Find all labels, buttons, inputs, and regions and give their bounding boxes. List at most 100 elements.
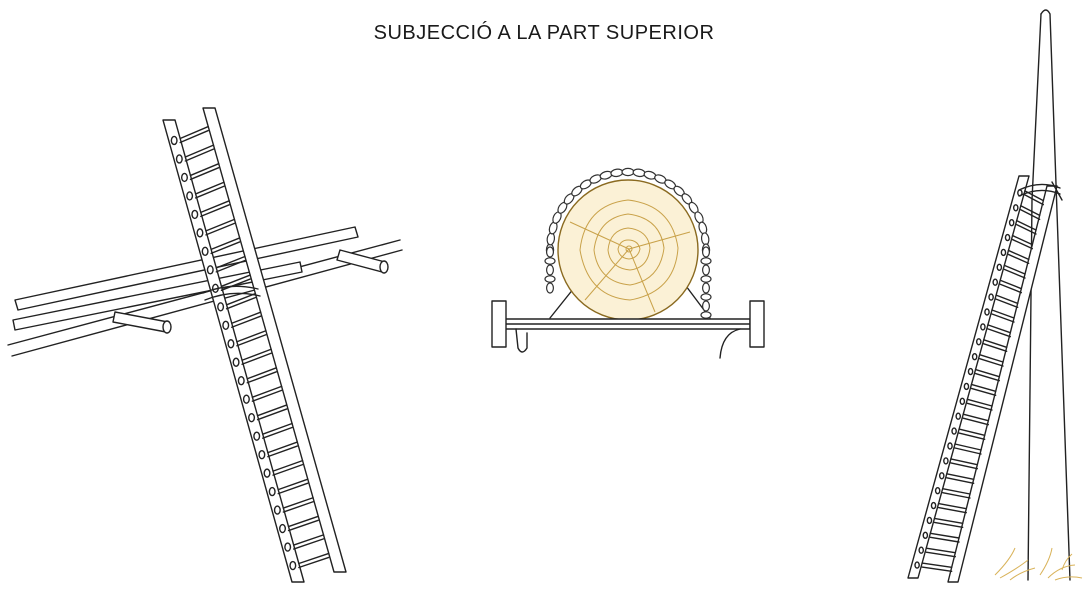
ladder-rung-hole	[988, 293, 994, 301]
ladder-rung-hole	[191, 209, 199, 220]
ladder-rung	[246, 367, 278, 380]
pole	[1027, 9, 1071, 581]
ladder-rung-edge	[236, 334, 267, 347]
ladder-rung-edge	[962, 417, 990, 426]
ladder-rung	[272, 459, 304, 472]
ladder-rung	[999, 279, 1023, 290]
ladder-rung-edge	[215, 259, 246, 273]
ladder-rung-edge	[958, 432, 986, 441]
ladder-rung	[236, 330, 267, 343]
ladder-rung-edge	[246, 371, 278, 384]
ladder-rung	[1020, 205, 1041, 217]
ladder-rung-edge	[1007, 253, 1030, 265]
ladder-on-beam-figure	[7, 107, 403, 583]
ladder-rung-edge	[282, 501, 314, 513]
ladder-rung-hole	[996, 263, 1003, 272]
ladder-rail-right	[202, 107, 347, 573]
ladder-rung-edge	[941, 491, 971, 499]
ladder-rung	[925, 547, 957, 554]
ladder-rung-hole	[918, 546, 925, 554]
ladder-rung-hole	[201, 246, 209, 257]
ladder-rung-hole	[248, 412, 256, 423]
ladder-rung-edge	[298, 556, 330, 569]
ladder-rung-hole	[222, 320, 230, 330]
chain-link	[700, 257, 712, 265]
board-upper	[14, 226, 359, 311]
ladder-rung-hole	[934, 486, 941, 495]
diagram-title: SUBJECCIÓ A LA PART SUPERIOR	[373, 22, 715, 44]
ladder-rung-hole	[258, 449, 266, 460]
ladder-rung-edge	[946, 477, 975, 485]
lashing-right	[1018, 181, 1063, 201]
ladder-rung-hole	[217, 302, 225, 312]
ladder-rung	[215, 255, 246, 269]
ladder-rung-edge	[1020, 209, 1041, 221]
chain-link	[700, 275, 712, 283]
ladder-rung	[995, 294, 1019, 305]
ladder-rung	[179, 125, 209, 140]
ladder-rung-hole	[268, 486, 276, 497]
ladder-rung-hole	[227, 339, 235, 349]
peg-right	[336, 249, 389, 274]
chain-link	[701, 246, 710, 258]
ladder-rung-edge	[292, 538, 325, 550]
ladder-rung-edge	[272, 463, 304, 476]
ladder-rung	[1011, 234, 1034, 246]
ladder-rung-hole	[175, 154, 183, 164]
chain-link	[701, 264, 710, 276]
ladder-rung-edge	[921, 566, 953, 573]
ladder-rung-hole	[947, 442, 953, 450]
ladder-rung-hole	[1008, 218, 1015, 227]
chain-link	[545, 246, 554, 258]
ladder-rung	[298, 552, 330, 565]
ladder-rung-edge	[225, 296, 257, 310]
ladder-rung	[978, 353, 1004, 363]
ladder-rung-hole	[237, 376, 245, 386]
ladder-rung	[954, 443, 982, 451]
ladder-rung-edge	[277, 482, 309, 495]
ladder-rung-edge	[983, 343, 1008, 353]
ladder-rung-hole	[279, 523, 287, 534]
grass-tuft	[994, 547, 1083, 581]
ladder-rung	[1003, 264, 1026, 275]
ladder-rung-edge	[205, 222, 236, 236]
ladder-rung-edge	[1003, 268, 1026, 279]
ladder-rung	[282, 497, 314, 509]
ladder-rung	[970, 383, 997, 393]
board-lower	[12, 261, 303, 331]
ladder-rung-hole	[242, 394, 250, 404]
chain-link	[701, 300, 710, 312]
chain-link	[621, 167, 635, 177]
ladder-rung-edge	[974, 372, 1001, 382]
ladder-rung	[231, 311, 262, 324]
ladder-rung	[1007, 249, 1030, 261]
ladder-rung-edge	[995, 298, 1019, 309]
ladder-rung-edge	[231, 315, 262, 328]
ladder-rung	[974, 368, 1001, 378]
ladder-rung	[292, 534, 325, 546]
chain-link	[700, 311, 712, 319]
ladder-rung	[991, 309, 1015, 319]
ladder-rung-hole	[938, 472, 945, 480]
ladder-rung-hole	[180, 172, 188, 183]
ladder-rung	[937, 502, 968, 510]
ladder-rung-hole	[284, 542, 292, 552]
ladder-rung-hole	[1012, 204, 1019, 212]
ladder-rung	[958, 428, 986, 437]
ladder-rung	[189, 162, 220, 177]
ladder-rung	[1015, 219, 1037, 231]
ladder-rung	[933, 517, 964, 525]
lashing-left	[202, 285, 261, 301]
ladder-rung	[220, 274, 251, 288]
chain-link	[701, 282, 710, 294]
ladder-rung	[962, 413, 990, 422]
peg-left	[112, 311, 172, 334]
ladder-rung-edge	[200, 204, 230, 218]
ladder-on-pole-figure	[907, 9, 1083, 583]
ladder-rung-edge	[970, 387, 997, 397]
ladder-rung-hole	[273, 505, 281, 515]
ladder-rung-edge	[189, 166, 220, 181]
hook-right	[719, 328, 741, 359]
ladder-rung-edge	[937, 506, 968, 514]
